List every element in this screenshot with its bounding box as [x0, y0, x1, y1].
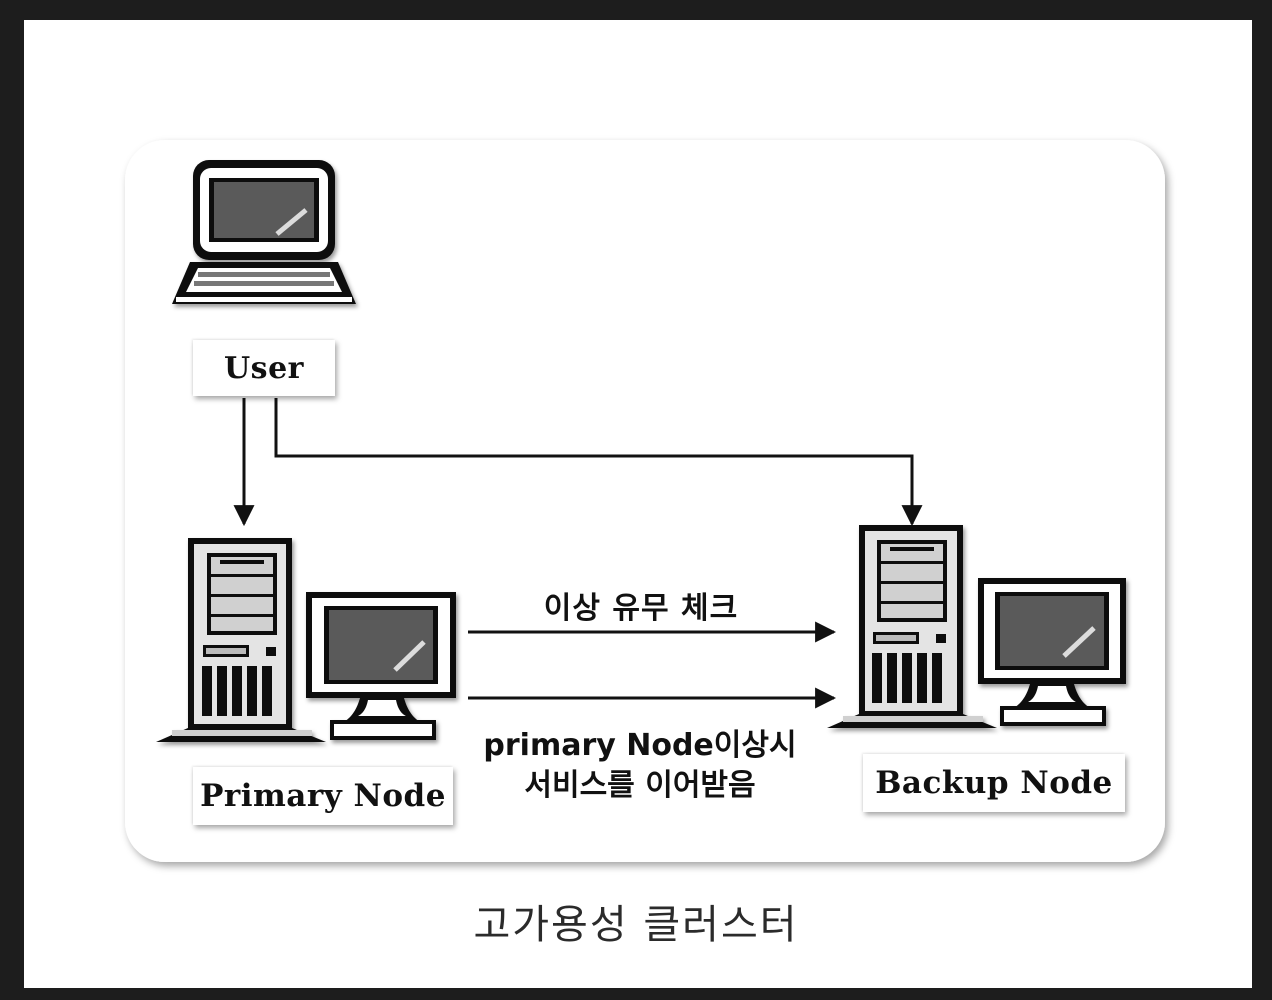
failover-label-line2: 서비스를 이어받음: [524, 768, 756, 803]
primary-node-label: Primary Node: [193, 767, 453, 825]
primary-monitor-icon: [306, 592, 456, 740]
backup-server-icon: [827, 525, 997, 728]
primary-server-icon: [156, 538, 326, 742]
figure-caption: 고가용성 클러스터: [473, 902, 799, 948]
backup-monitor-icon: [978, 578, 1126, 726]
user-label: User: [193, 340, 335, 396]
failover-label-line1: primary Node이상시: [483, 728, 797, 763]
laptop-icon: [172, 160, 356, 304]
backup-node-label: Backup Node: [863, 754, 1125, 812]
user-to-backup-arrow: [274, 398, 923, 527]
health-check-label: 이상 유무 체크: [543, 591, 739, 626]
